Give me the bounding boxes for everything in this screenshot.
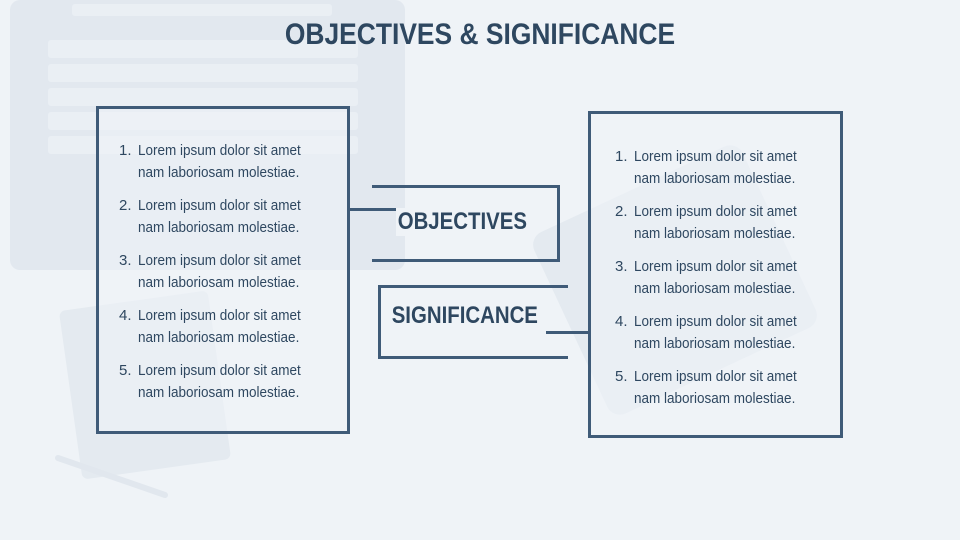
- item-text: Lorem ipsum dolor sit amet: [138, 142, 301, 159]
- item-text: Lorem ipsum dolor sit amet: [138, 252, 301, 269]
- item-text: Lorem ipsum dolor sit amet: [634, 148, 797, 165]
- item-number: 2.: [615, 203, 628, 220]
- objectives-connector-line: [348, 208, 396, 211]
- item-number: 5.: [119, 362, 132, 379]
- significance-label: SIGNIFICANCE: [390, 302, 540, 330]
- item-number: 4.: [615, 313, 628, 330]
- objectives-connector-frame: [372, 185, 560, 262]
- list-item: 5. Lorem ipsum dolor sit amet nam labori…: [119, 360, 338, 403]
- item-number: 3.: [615, 258, 628, 275]
- list-item: 1. Lorem ipsum dolor sit amet nam labori…: [119, 140, 338, 183]
- item-text: nam laboriosam molestiae.: [138, 218, 300, 236]
- item-text: Lorem ipsum dolor sit amet: [138, 307, 301, 324]
- page-title: OBJECTIVES & SIGNIFICANCE: [284, 18, 676, 51]
- item-number: 5.: [615, 368, 628, 385]
- item-number: 1.: [119, 142, 132, 159]
- item-text: Lorem ipsum dolor sit amet: [138, 362, 301, 379]
- item-text: Lorem ipsum dolor sit amet: [634, 258, 797, 275]
- list-item: 3. Lorem ipsum dolor sit amet nam labori…: [615, 256, 834, 299]
- objectives-list: 1. Lorem ipsum dolor sit amet nam labori…: [119, 140, 338, 415]
- item-text: nam laboriosam molestiae.: [138, 383, 300, 401]
- significance-connector-line: [546, 331, 591, 334]
- item-text: nam laboriosam molestiae.: [634, 279, 796, 297]
- item-number: 4.: [119, 307, 132, 324]
- list-item: 5. Lorem ipsum dolor sit amet nam labori…: [615, 366, 834, 409]
- list-item: 3. Lorem ipsum dolor sit amet nam labori…: [119, 250, 338, 293]
- item-text: Lorem ipsum dolor sit amet: [634, 313, 797, 330]
- item-text: nam laboriosam molestiae.: [634, 334, 796, 352]
- item-text: nam laboriosam molestiae.: [138, 328, 300, 346]
- list-item: 4. Lorem ipsum dolor sit amet nam labori…: [119, 305, 338, 348]
- list-item: 2. Lorem ipsum dolor sit amet nam labori…: [615, 201, 834, 244]
- list-item: 4. Lorem ipsum dolor sit amet nam labori…: [615, 311, 834, 354]
- item-text: nam laboriosam molestiae.: [634, 224, 796, 242]
- list-item: 2. Lorem ipsum dolor sit amet nam labori…: [119, 195, 338, 238]
- significance-list: 1. Lorem ipsum dolor sit amet nam labori…: [615, 146, 834, 421]
- item-text: nam laboriosam molestiae.: [138, 273, 300, 291]
- list-item: 1. Lorem ipsum dolor sit amet nam labori…: [615, 146, 834, 189]
- item-number: 1.: [615, 148, 628, 165]
- item-text: nam laboriosam molestiae.: [634, 169, 796, 187]
- item-text: Lorem ipsum dolor sit amet: [138, 197, 301, 214]
- significance-box: 1. Lorem ipsum dolor sit amet nam labori…: [588, 111, 843, 438]
- significance-connector-frame: [378, 285, 568, 359]
- objectives-box: 1. Lorem ipsum dolor sit amet nam labori…: [96, 106, 350, 434]
- item-text: Lorem ipsum dolor sit amet: [634, 203, 797, 220]
- objectives-label: OBJECTIVES: [396, 208, 529, 236]
- item-text: Lorem ipsum dolor sit amet: [634, 368, 797, 385]
- item-text: nam laboriosam molestiae.: [138, 163, 300, 181]
- item-text: nam laboriosam molestiae.: [634, 389, 796, 407]
- item-number: 2.: [119, 197, 132, 214]
- item-number: 3.: [119, 252, 132, 269]
